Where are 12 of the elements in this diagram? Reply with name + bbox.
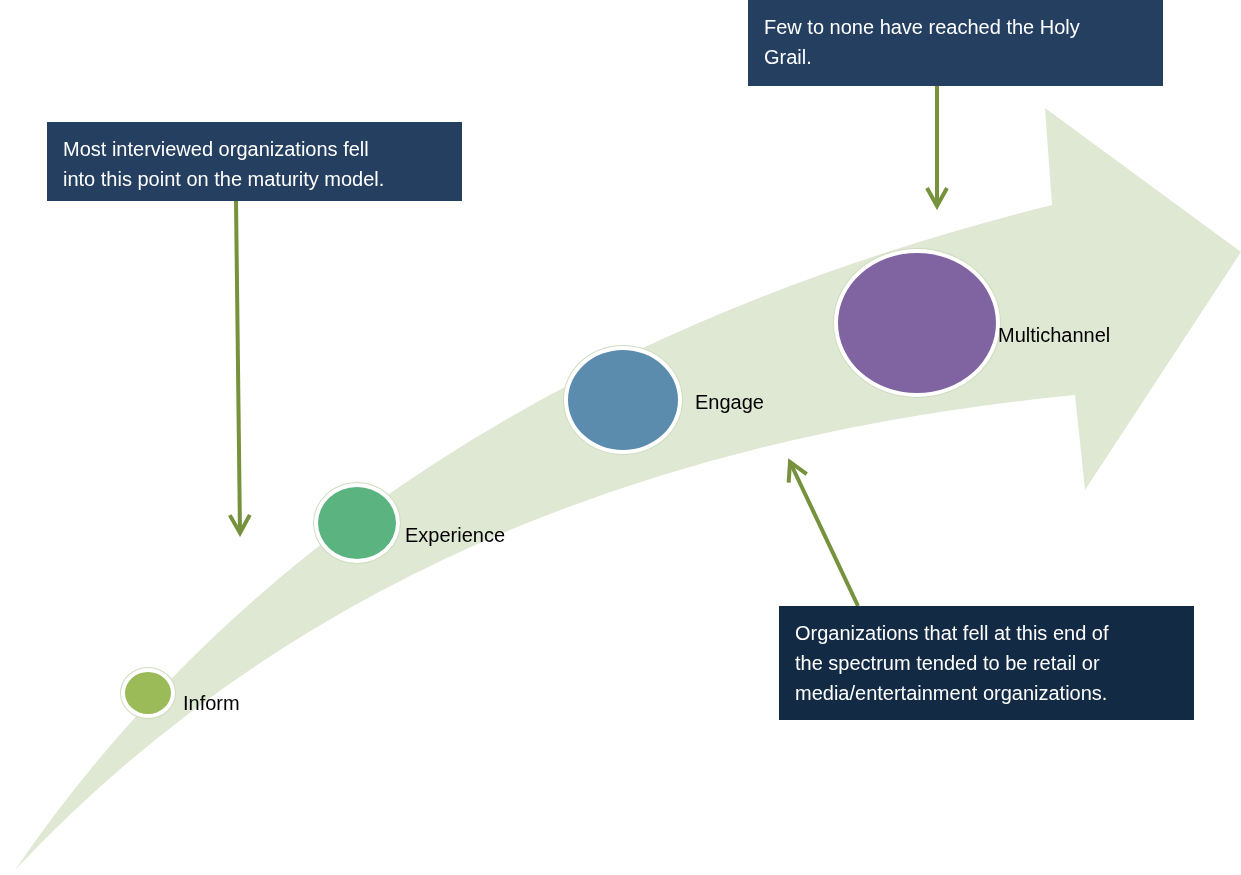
stage-label: Experience: [405, 523, 506, 547]
callout-box: Few to none have reached the Holy Grail.: [748, 0, 1163, 86]
stage-label: Multichannel: [998, 323, 1111, 347]
stage-label: Engage: [695, 390, 764, 414]
callout-box: Most interviewed organizations fell into this point on the maturity model.: [47, 122, 462, 201]
arrow: [227, 200, 252, 535]
stage-label: Inform: [183, 691, 240, 715]
arrow: [786, 460, 860, 607]
callout-box: Organizations that fell at this end of the spectrum tended to be retail or media/entertainment organizations.: [779, 606, 1194, 720]
stage-circle: [121, 668, 175, 718]
stage-circle: [314, 483, 400, 563]
arrow: [925, 86, 949, 208]
